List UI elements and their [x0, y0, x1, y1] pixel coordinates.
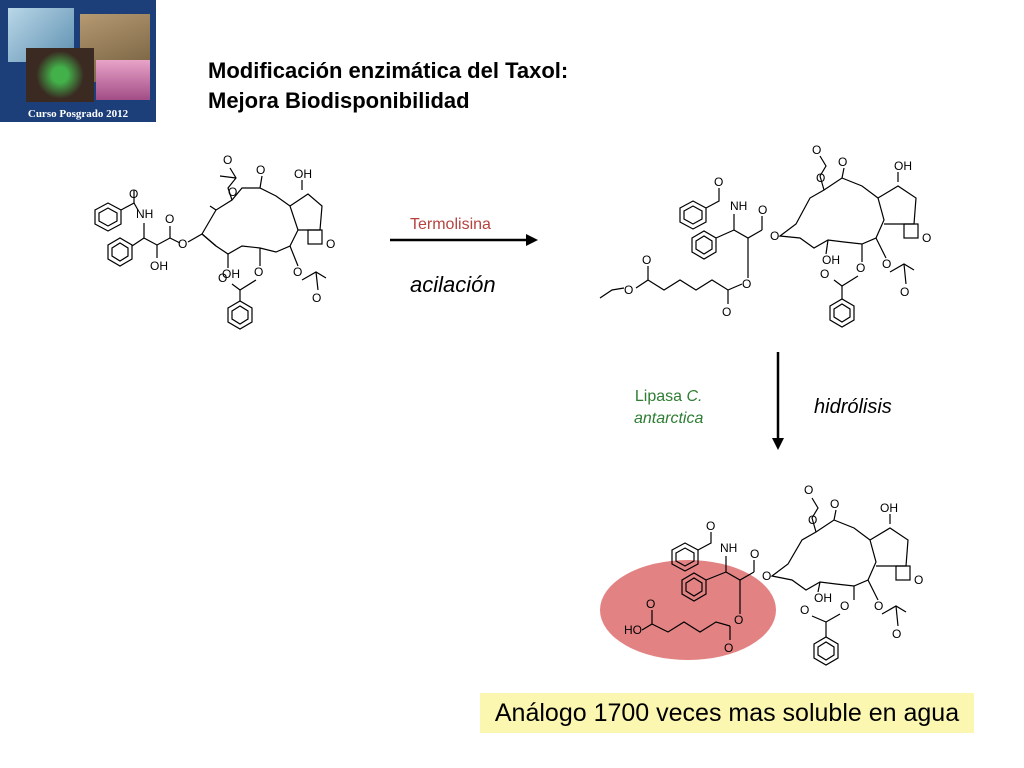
- course-logo: Curso Posgrado 2012: [0, 0, 156, 122]
- benzoate-ring: [813, 636, 839, 666]
- acylated-taxol-structure: O NH O O O O O O O O O OH O O O OH O O: [599, 143, 931, 328]
- benzoyl-ring: [671, 542, 699, 572]
- atom-o: O: [804, 483, 813, 497]
- atom-o: O: [808, 513, 817, 527]
- atom-o: O: [812, 143, 821, 157]
- atom-o: O: [816, 171, 825, 185]
- atom-o: O: [882, 257, 891, 271]
- atom-o: O: [326, 237, 335, 251]
- atom-o: O: [706, 519, 715, 533]
- atom-ho: HO: [624, 623, 642, 637]
- atom-o: O: [223, 153, 232, 167]
- atom-o: O: [256, 163, 265, 177]
- atom-nh: NH: [136, 207, 153, 221]
- process-acilacion: acilación: [410, 272, 496, 297]
- atom-oh: OH: [894, 159, 912, 173]
- logo-image-flask: [96, 60, 150, 100]
- atom-o: O: [734, 613, 743, 627]
- reaction-arrow-1: [390, 234, 538, 246]
- atom-o: O: [129, 187, 138, 201]
- atom-o: O: [312, 291, 321, 305]
- atom-o: O: [646, 597, 655, 611]
- enzyme-lipasa-name: Lipasa: [634, 388, 687, 405]
- conclusion-banner: Análogo 1700 veces mas soluble en agua: [480, 693, 974, 733]
- atom-o: O: [892, 627, 901, 641]
- atom-o: O: [742, 277, 751, 291]
- atom-o: O: [293, 265, 302, 279]
- atom-o: O: [228, 185, 237, 199]
- product-structure: O NH O O O HO O O O O O OH O O O OH O O: [600, 483, 923, 666]
- atom-o: O: [165, 212, 174, 226]
- title-line-2: Mejora Biodisponibilidad: [208, 88, 470, 113]
- atom-o: O: [874, 599, 883, 613]
- title-line-1: Modificación enzimática del Taxol:: [208, 58, 569, 83]
- phenyl-ring: [107, 237, 133, 267]
- atom-o: O: [218, 271, 227, 285]
- slide-title: Modificación enzimática del Taxol: Mejor…: [208, 56, 568, 116]
- atom-o: O: [922, 231, 931, 245]
- enzyme-lipasa: Lipasa C. antarctica: [634, 386, 703, 430]
- enzyme-genus: C.: [686, 388, 703, 405]
- atom-o: O: [770, 229, 779, 243]
- atom-oh: OH: [822, 253, 840, 267]
- benzoate-ring: [829, 298, 855, 328]
- atom-oh: OH: [880, 501, 898, 515]
- atom-o: O: [254, 265, 263, 279]
- enzyme-termolisina: Termolisina: [410, 216, 491, 233]
- atom-o: O: [914, 573, 923, 587]
- atom-oh: OH: [294, 167, 312, 181]
- atom-o: O: [178, 237, 187, 251]
- atom-o: O: [642, 253, 651, 267]
- atom-o: O: [762, 569, 771, 583]
- atom-o: O: [840, 599, 849, 613]
- reaction-arrow-2: [772, 352, 784, 450]
- atom-o: O: [714, 175, 723, 189]
- logo-image-green-molecule: [26, 48, 94, 102]
- atom-oh: OH: [150, 259, 168, 273]
- atom-o: O: [856, 261, 865, 275]
- logo-caption: Curso Posgrado 2012: [27, 108, 129, 120]
- atom-o: O: [830, 497, 839, 511]
- taxol-structure: O NH OH O O O O O OH O O O OH O O: [94, 153, 335, 330]
- atom-o: O: [820, 267, 829, 281]
- atom-o: O: [758, 203, 767, 217]
- atom-o: O: [800, 603, 809, 617]
- enzyme-species: antarctica: [634, 410, 704, 427]
- atom-nh: NH: [730, 199, 747, 213]
- atom-oh: OH: [814, 591, 832, 605]
- atom-o: O: [724, 641, 733, 655]
- phenyl-ring: [681, 572, 707, 602]
- highlight-ellipse: [600, 560, 776, 660]
- benzoate-ring: [227, 300, 253, 330]
- atom-o: O: [900, 285, 909, 299]
- benzoyl-ring: [679, 200, 707, 230]
- process-hidrolisis: hidrólisis: [814, 396, 892, 418]
- atom-oh: OH: [222, 267, 240, 281]
- atom-o: O: [624, 283, 633, 297]
- phenyl-ring: [691, 230, 717, 260]
- atom-o: O: [750, 547, 759, 561]
- atom-nh: NH: [720, 541, 737, 555]
- atom-o: O: [838, 155, 847, 169]
- atom-o: O: [722, 305, 731, 319]
- benzoyl-ring: [94, 202, 122, 232]
